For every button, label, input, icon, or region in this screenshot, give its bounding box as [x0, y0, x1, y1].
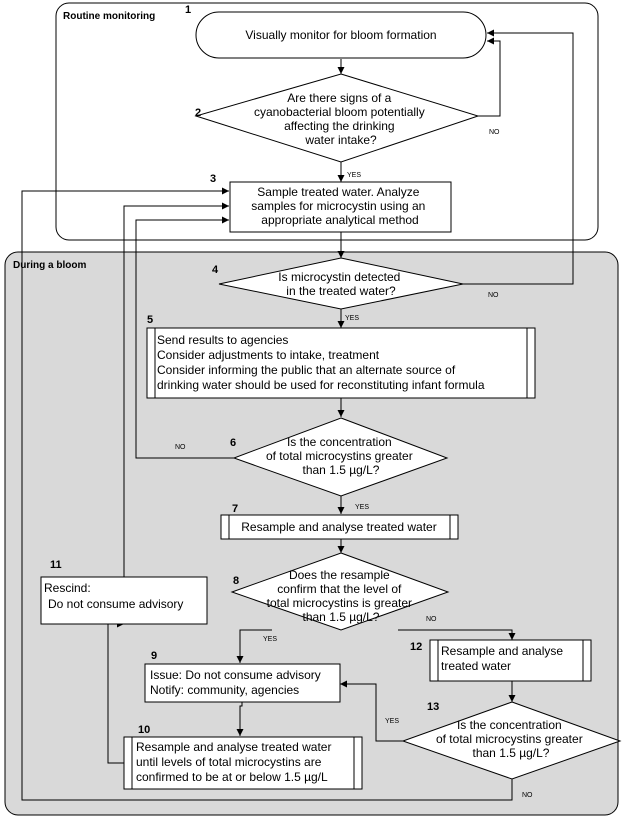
step-8-number: 8	[233, 575, 239, 587]
step-1: 1 Visually monitor for bloom formation	[185, 4, 487, 59]
edge-label-4-yes: YES	[345, 315, 359, 322]
region-routine-label: Routine monitoring	[63, 11, 155, 22]
step-13-text: Is the concentration of total microcysti…	[436, 718, 586, 760]
step-3-number: 3	[210, 173, 216, 185]
connectors	[21, 29, 574, 801]
step-11: 11 Rescind: Do not consume advisory	[40, 559, 208, 625]
step-9-text: Issue: Do not consume advisory Notify: c…	[150, 668, 324, 697]
step-11-text: Rescind: Do not consume advisory	[44, 581, 183, 611]
edge-label-8-no: NO	[426, 616, 437, 623]
step-12-text: Resample and analyse treated water	[441, 644, 566, 673]
step-10: 10 Resample and analyse treated water un…	[123, 724, 363, 790]
edge-label-6-no: NO	[175, 444, 186, 451]
step-12: 12 Resample and analyse treated water	[410, 639, 592, 682]
step-7-number: 7	[232, 503, 238, 515]
step-5-text: Send results to agencies Consider adjust…	[157, 333, 485, 392]
step-1-text: Visually monitor for bloom formation	[245, 28, 436, 42]
step-7-text: Resample and analyse treated water	[241, 520, 436, 534]
step-3-text: Sample treated water. Analyze samples fo…	[251, 185, 428, 227]
step-13: 13 Is the concentration of total microcy…	[401, 701, 622, 780]
step-11-number: 11	[50, 559, 62, 571]
step-6-number: 6	[230, 437, 236, 449]
step-6-text: Is the concentration of total microcysti…	[266, 435, 416, 477]
edge-label-2-yes: YES	[347, 172, 361, 179]
region-bloom-label: During a bloom	[13, 260, 86, 271]
step-3: 3 Sample treated water. Analyze samples …	[210, 173, 452, 233]
step-4: 4 Is microcystin detected in the treated…	[212, 257, 464, 310]
step-10-number: 10	[138, 724, 150, 736]
edge-label-13-no: NO	[522, 792, 533, 799]
step-6: 6 Is the concentration of total microcys…	[230, 417, 449, 497]
edge-label-2-no: NO	[489, 129, 500, 136]
edge-labels: NO YES NO YES NO YES YES NO YES NO	[175, 129, 533, 799]
step-10-text: Resample and analyse treated water until…	[136, 740, 335, 784]
step-8-text: Does the resample confirm that the level…	[267, 568, 416, 624]
step-2-text: Are there signs of a cyanobacterial bloo…	[254, 91, 428, 147]
step-2-number: 2	[195, 107, 201, 119]
step-13-number: 13	[427, 701, 439, 713]
step-9: 9 Issue: Do not consume advisory Notify:…	[144, 650, 341, 703]
edge-label-13-yes: YES	[385, 718, 399, 725]
step-4-number: 4	[212, 264, 219, 276]
step-8: 8 Does the resample confirm that the lev…	[230, 552, 450, 631]
step-4-text: Is microcystin detected in the treated w…	[278, 270, 403, 298]
step-2: 2 Are there signs of a cyanobacterial bl…	[194, 73, 480, 163]
edge-label-4-no: NO	[488, 292, 499, 299]
edge-label-6-yes: YES	[355, 504, 369, 511]
step-5: 5 Send results to agencies Consider adju…	[146, 314, 536, 399]
step-7: 7 Resample and analyse treated water	[220, 503, 459, 540]
step-12-number: 12	[410, 641, 422, 653]
step-9-number: 9	[151, 650, 157, 662]
edge-label-8-yes: YES	[263, 636, 277, 643]
step-5-number: 5	[147, 314, 153, 326]
step-1-number: 1	[185, 4, 191, 16]
